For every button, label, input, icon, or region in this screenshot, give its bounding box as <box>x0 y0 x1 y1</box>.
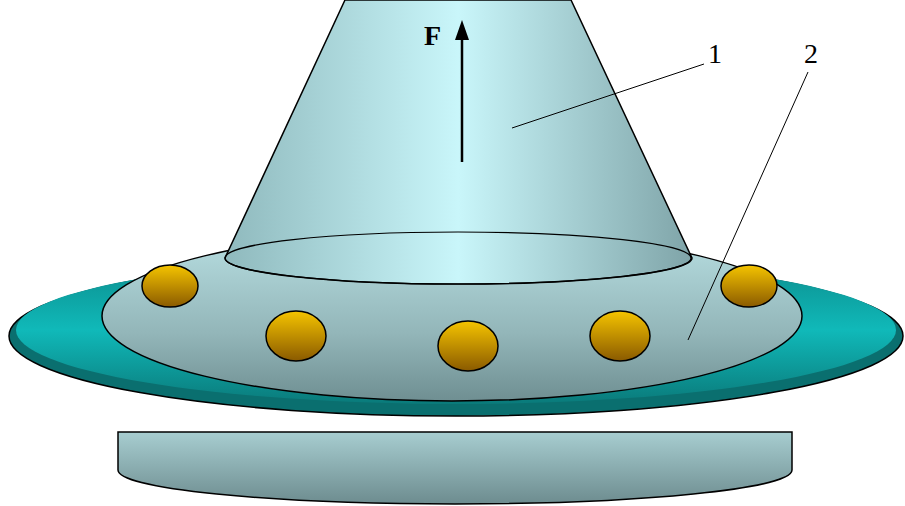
force-label: F <box>424 22 441 50</box>
leader-lines <box>512 64 808 340</box>
force-arrow <box>455 20 469 162</box>
saucer-base <box>118 432 792 504</box>
callout-number: 2 <box>804 40 818 68</box>
callout-number: 1 <box>708 40 722 68</box>
cone <box>225 0 692 284</box>
